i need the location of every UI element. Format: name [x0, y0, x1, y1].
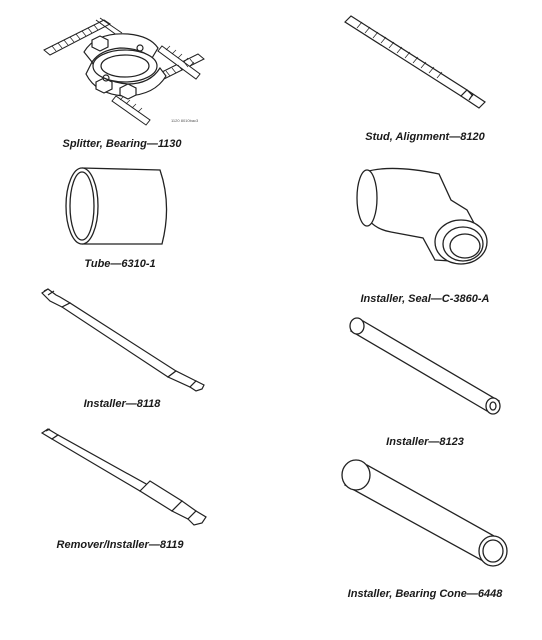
caption-splitter-bearing: Splitter, Bearing—1130 [62, 138, 182, 150]
seal-installer-illustration [356, 167, 488, 265]
tool-installer-8123: Installer—8123 [271, 305, 542, 455]
tool-remover-installer-8119: Remover/Installer—8119 [0, 425, 271, 565]
caption-remover-installer-8119: Remover/Installer—8119 [56, 539, 184, 551]
alignment-stud-illustration [344, 15, 486, 109]
tool-seal-installer: Installer, Seal—C-3860-A [271, 160, 542, 305]
figure-id: 1120 8010bac3 [171, 118, 199, 123]
bearing-cone-installer-illustration [341, 459, 508, 567]
caption-seal-installer: Installer, Seal—C-3860-A [360, 293, 490, 305]
splitter-bearing-illustration [43, 17, 205, 126]
tool-alignment-stud: Stud, Alignment—8120 [271, 0, 542, 160]
tool-bearing-cone-installer: Installer, Bearing Cone—6448 [271, 455, 542, 640]
caption-tube: Tube—6310-1 [84, 258, 156, 270]
caption-installer-8118: Installer—8118 [83, 398, 161, 410]
caption-bearing-cone-installer: Installer, Bearing Cone—6448 [347, 588, 503, 600]
installer-8123-illustration [349, 317, 501, 415]
caption-installer-8123: Installer—8123 [386, 436, 464, 448]
tool-installer-8118: Installer—8118 [0, 285, 271, 415]
tool-tube: Tube—6310-1 [0, 160, 271, 290]
tool-splitter-bearing: 1120 8010bac3 Splitter, Bearing—1130 [0, 0, 271, 160]
remover-installer-8119-illustration [40, 428, 207, 526]
tube-illustration [65, 167, 168, 245]
caption-alignment-stud: Stud, Alignment—8120 [365, 131, 485, 143]
installer-8118-illustration [41, 288, 205, 392]
